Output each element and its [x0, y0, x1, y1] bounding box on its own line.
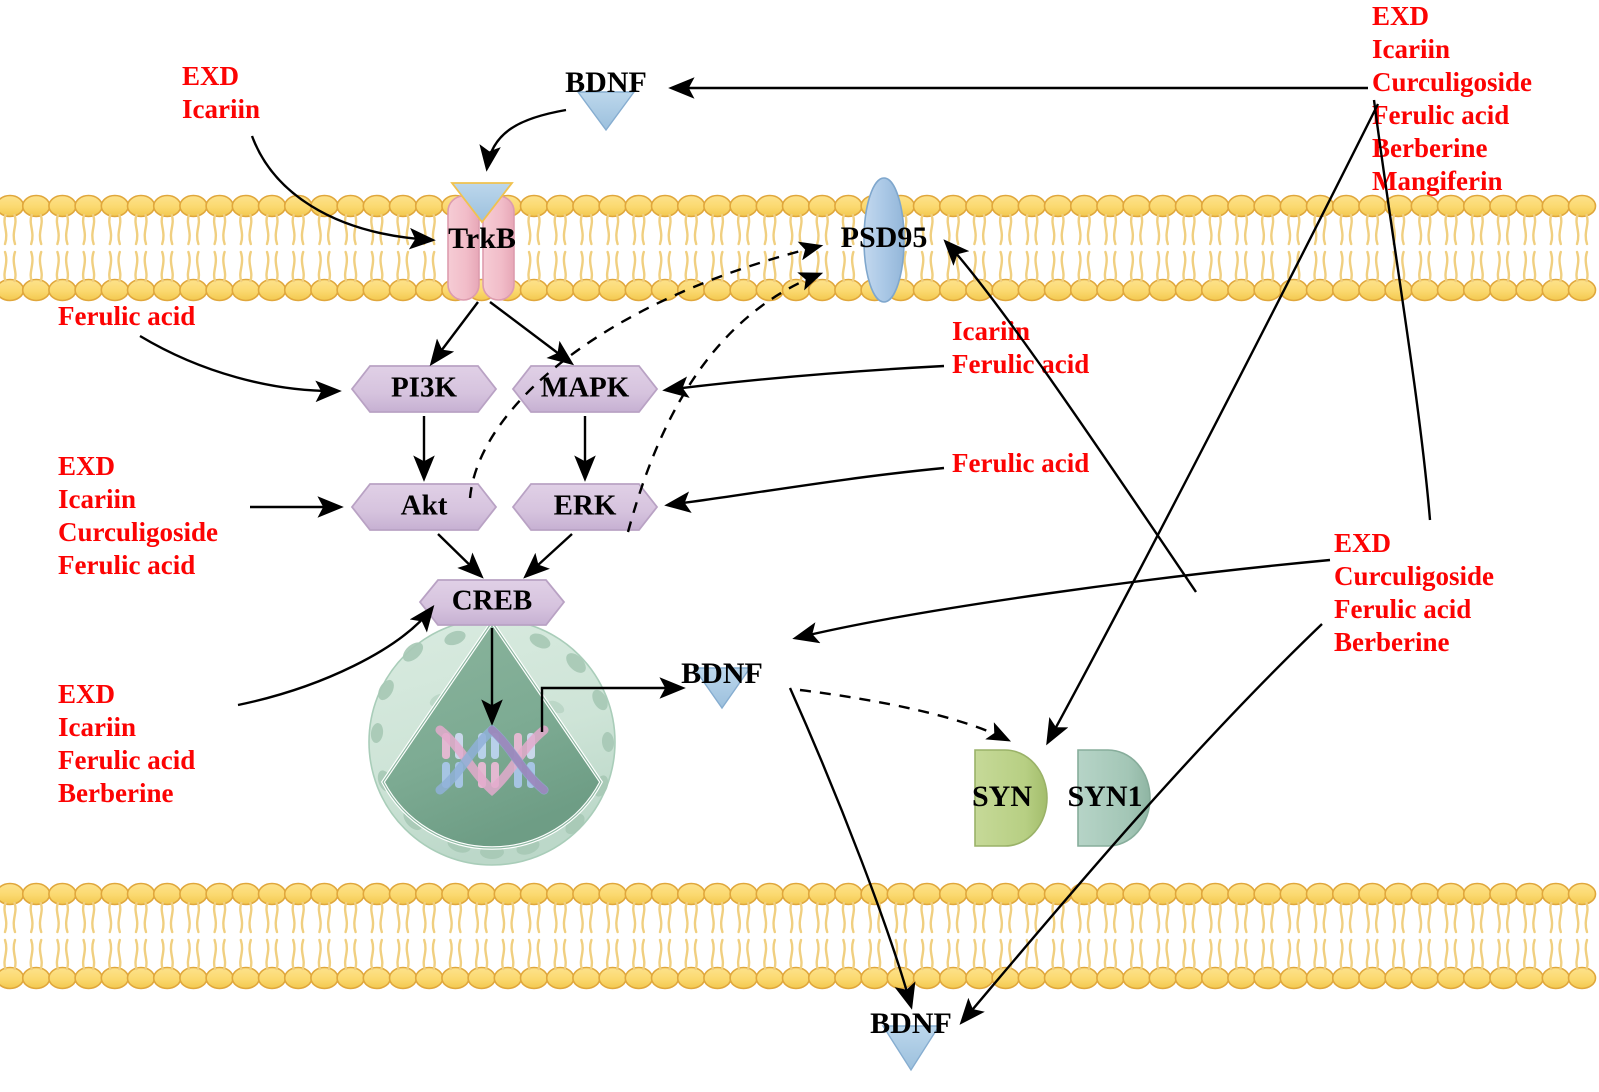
syn-label: SYN — [972, 780, 1032, 813]
dna-helix — [435, 723, 549, 797]
arrow-labels-to-creb — [237, 604, 435, 707]
arrow-exd-icariin-to-trkb — [250, 135, 436, 250]
akt-label: Akt — [401, 490, 448, 522]
creb-node[interactable] — [418, 579, 566, 626]
psd95-protein[interactable] — [863, 177, 905, 303]
drug-label-right-mapk: Icariin Ferulic acid — [952, 316, 1090, 379]
drug-label-left-mid: EXD Icariin Curculigoside Ferulic acid — [58, 451, 219, 580]
bdnf-triangle-released — [881, 1025, 941, 1072]
creb-label: CREB — [452, 585, 533, 617]
drug-label-right-erk: Ferulic acid — [952, 448, 1090, 478]
bdnf-ligand-bound — [450, 182, 514, 224]
syn1-label: SYN1 — [1067, 780, 1142, 813]
bdnf-triangle-extracellular — [576, 91, 636, 132]
pi3k-node[interactable] — [350, 365, 498, 413]
akt-node[interactable] — [350, 483, 498, 531]
erk-label: ERK — [554, 490, 617, 522]
mapk-label: MAPK — [541, 372, 630, 404]
arrow-labels-to-syn1 — [1046, 103, 1380, 746]
drug-label-left-lower: EXD Icariin Ferulic acid Berberine — [58, 679, 196, 808]
arrow-labels-to-mapk — [662, 364, 945, 398]
trkb-label: TrkB — [448, 222, 516, 255]
arrow-labels-to-psd95 — [943, 239, 1197, 593]
bdnf-bottom-label: BDNF — [870, 1007, 952, 1040]
arrow-trkb-to-pi3k — [429, 301, 479, 367]
bdnf-cyto-label: BDNF — [681, 657, 763, 690]
drug-label-left-ferulic: Ferulic acid — [58, 301, 196, 331]
arrow-bdnf-cyto-to-bdnf-bottom — [788, 687, 916, 1010]
drug-label-top-left: EXD Icariin — [182, 61, 260, 124]
arrow-erk-to-psd95-dashed — [626, 272, 824, 533]
bdnf-triangle-cytoplasmic — [692, 667, 752, 710]
trkb-receptor[interactable] — [447, 182, 515, 301]
pi3k-label: PI3K — [391, 372, 458, 404]
arrow-labels-to-bdnf-bottom — [959, 623, 1323, 1025]
arrow-akt-to-psd95-dashed — [468, 241, 824, 499]
arrow-ferulic-to-erk — [664, 466, 945, 513]
mapk-node[interactable] — [511, 365, 659, 413]
arrow-bdnf-to-syn-dashed — [799, 688, 1012, 742]
erk-node[interactable] — [511, 483, 659, 531]
drug-label-right-lower: EXD Curculigoside Ferulic acid Berberine — [1334, 528, 1495, 657]
arrow-erk-to-creb — [523, 533, 573, 579]
syn-protein[interactable] — [974, 749, 1048, 847]
arrow-akt-to-creb — [437, 533, 484, 579]
arrow-ferulic-to-pi3k — [139, 334, 342, 403]
bdnf-top-label: BDNF — [565, 66, 647, 99]
arrow-gene-to-bdnf — [540, 677, 686, 732]
drug-label-top-right: EXD Icariin Curculigoside Ferulic acid B… — [1372, 1, 1533, 196]
arrow-bdnf-to-trkb — [479, 108, 567, 172]
psd95-label: PSD95 — [841, 221, 928, 254]
line-labels-diagonal-right — [1372, 99, 1432, 521]
arrow-labels-to-bdnf-cyto — [792, 558, 1331, 644]
nucleus — [368, 618, 616, 866]
arrow-trkb-to-mapk — [489, 301, 575, 366]
